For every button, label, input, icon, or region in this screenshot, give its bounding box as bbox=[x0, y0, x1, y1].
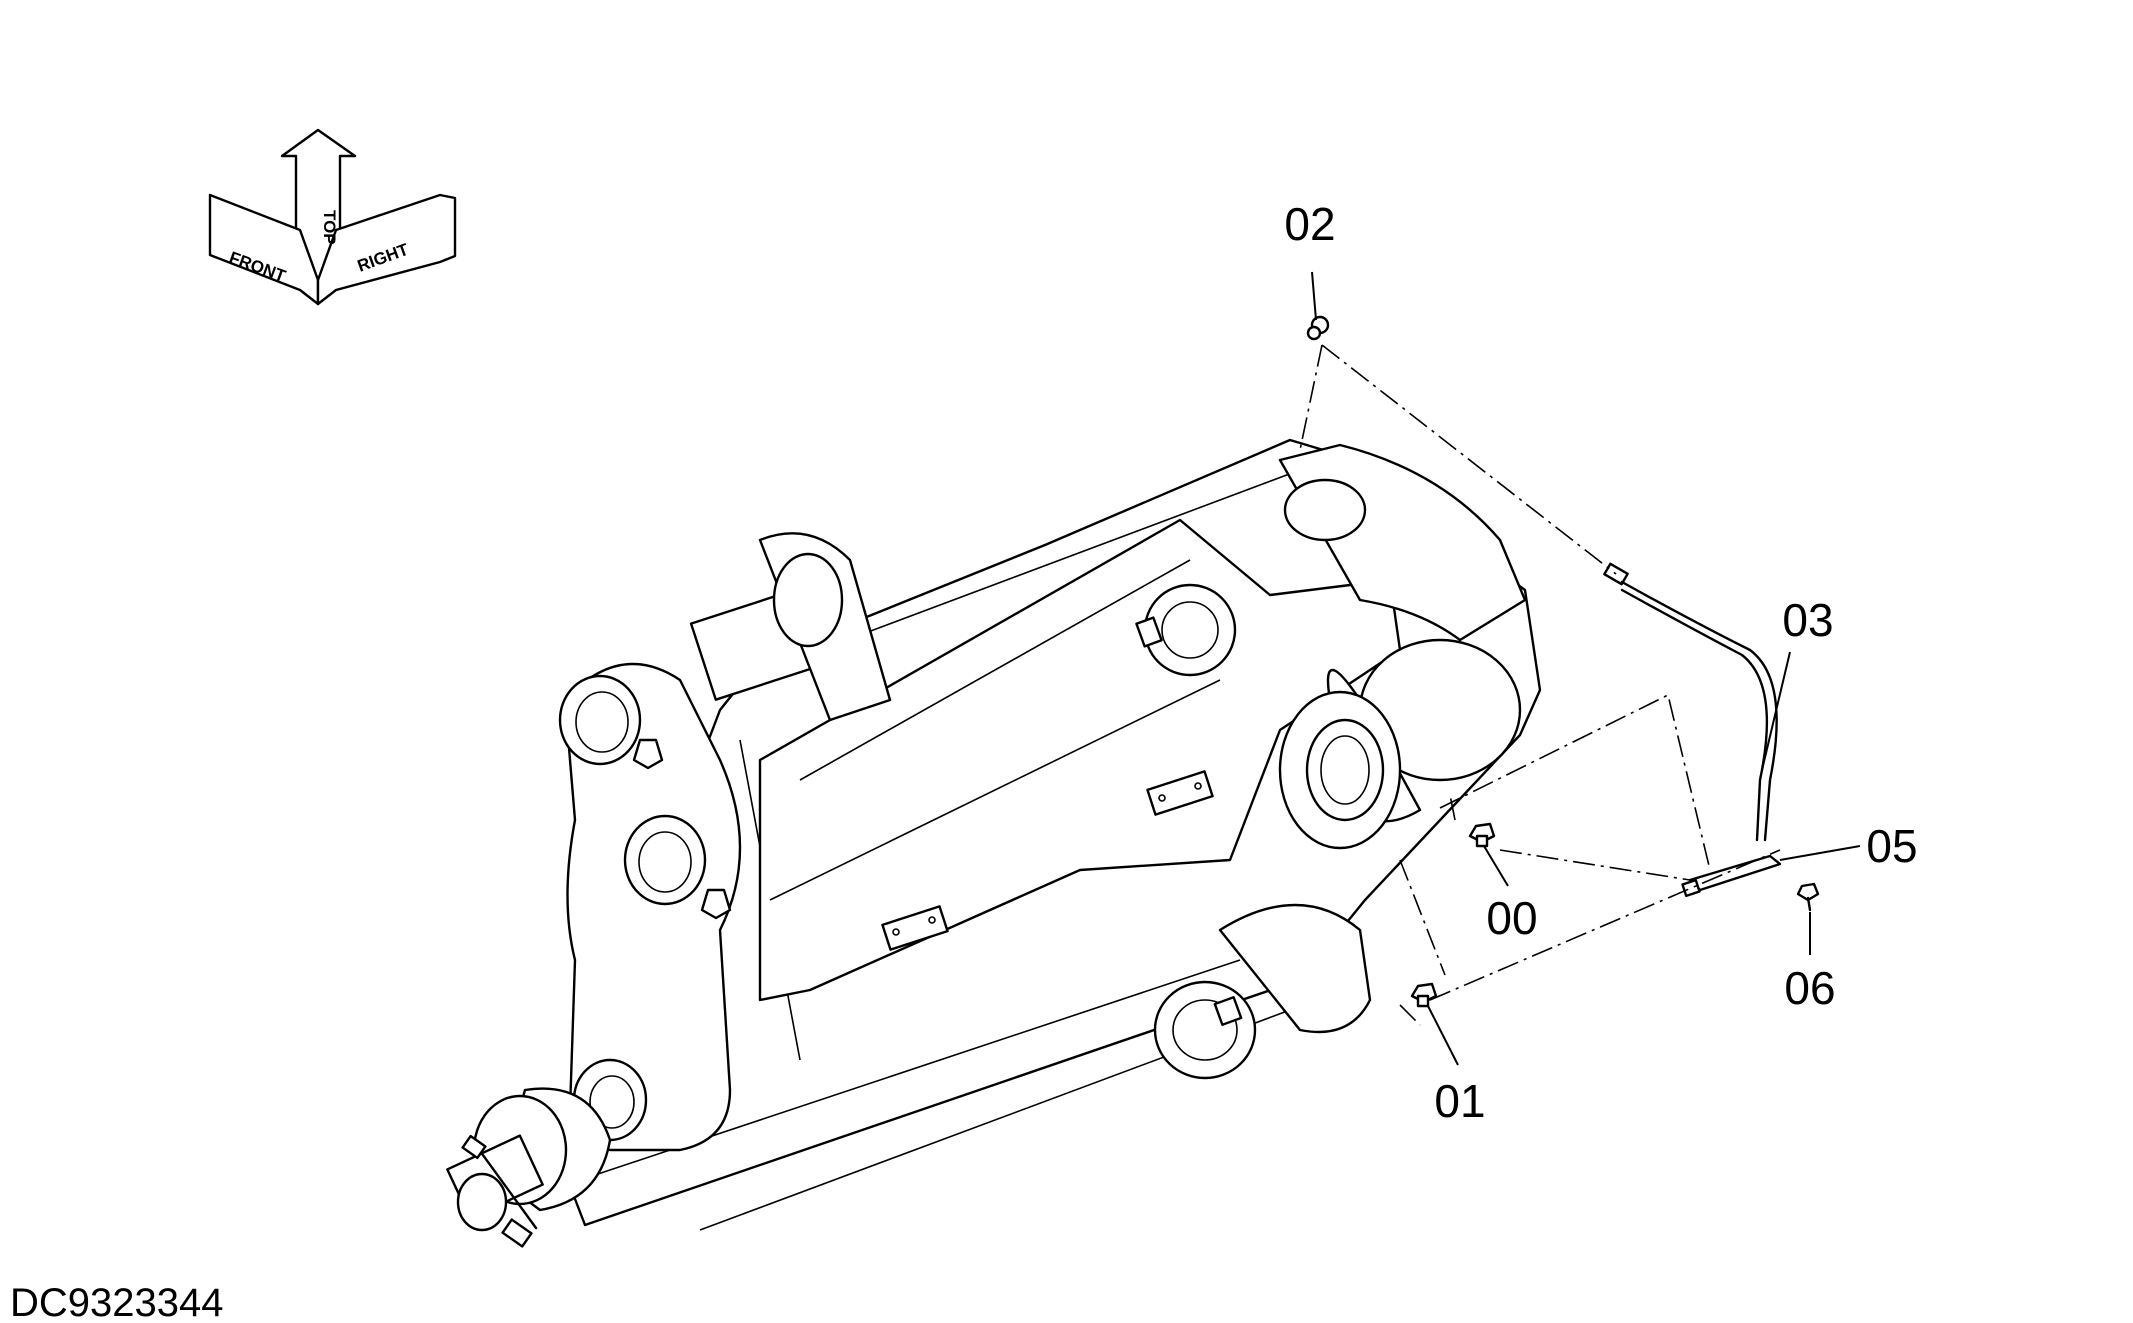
callout-01: 01 bbox=[1434, 1075, 1485, 1127]
part-06-bolt bbox=[1796, 882, 1820, 912]
plate-upper bbox=[1146, 770, 1214, 816]
assembly-lines bbox=[1299, 344, 1781, 1026]
part-03-hose bbox=[1603, 562, 1778, 842]
part-01-fitting bbox=[1410, 982, 1438, 1008]
upper-frame bbox=[758, 518, 1402, 1002]
callout-03: 03 bbox=[1782, 594, 1833, 646]
callout-06: 06 bbox=[1784, 962, 1835, 1014]
leader-lines bbox=[1311, 271, 1861, 1066]
part-02-grease-fitting bbox=[1306, 315, 1330, 341]
main-assembly bbox=[446, 438, 1542, 1248]
part-00-fitting bbox=[1468, 822, 1496, 848]
top-label: TOP bbox=[320, 210, 339, 245]
part-05-clamp bbox=[1681, 854, 1782, 898]
callout-05: 05 bbox=[1866, 820, 1917, 872]
drawing-id: DC9323344 bbox=[10, 1281, 224, 1323]
lower-boss bbox=[1153, 980, 1257, 1080]
link-arm bbox=[563, 662, 742, 1152]
callout-00: 00 bbox=[1486, 892, 1537, 944]
orientation-indicator: FRONT TOP RIGHT bbox=[208, 128, 457, 306]
callout-02: 02 bbox=[1284, 198, 1335, 250]
right-arrow-icon bbox=[316, 193, 457, 306]
